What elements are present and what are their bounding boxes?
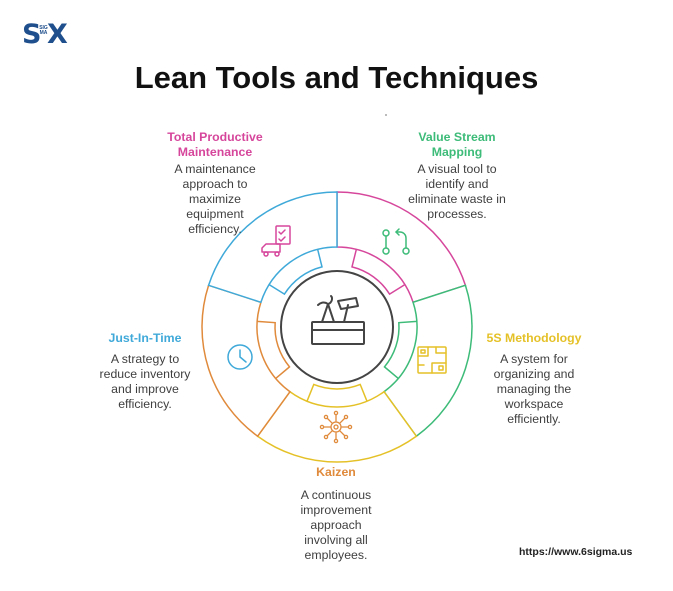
floor-plan-icon [417,346,447,374]
toolbox-icon [311,295,365,345]
5s-description: A system for organizing and managing the… [493,352,575,426]
logo-letter-s: S [22,19,42,50]
gear-network-icon [319,410,353,444]
page-title: Lean Tools and Techniques [134,60,539,95]
ring-notch-vsm [383,320,417,379]
vsm-description: A visual tool to identify and eliminate … [408,162,506,221]
ring-notch-jit [268,249,323,296]
logo-sigma-text: SIGMA [39,25,48,36]
vsm-title: Value Stream Mapping [418,130,496,159]
center-hub [280,270,394,384]
segment-jit: Just-In-Time A strategy to reduce invent… [85,331,205,412]
jit-description: A strategy to reduce inventory and impro… [99,352,191,411]
six-sigma-logo: S SIGMA X [22,20,78,56]
segment-5s: 5S Methodology A system for organizing a… [474,331,594,427]
clock-icon [227,344,253,370]
logo-letter-x: X [47,19,68,50]
website-url: https://www.6sigma.us [519,546,633,558]
tpm-title: Total Productive Maintenance [167,130,263,159]
decorative-dot [385,114,387,116]
flow-path-icon [382,228,410,255]
ring-notch-tpm [351,249,406,296]
5s-title: 5S Methodology [486,331,582,345]
jit-title: Just-In-Time [108,331,182,345]
ring-segment-jit [207,191,338,304]
kaizen-title: Kaizen [316,465,356,479]
kaizen-description: A continuous improvement approach involv… [300,488,372,562]
ring-notch-kaizen [257,320,291,379]
segment-vsm: Value Stream Mapping A visual tool to id… [392,130,522,222]
segment-tpm: Total Productive Maintenance A maintenan… [150,130,280,237]
truck-checklist-icon [261,225,291,257]
segment-kaizen: Kaizen A continuous improvement approach… [281,465,391,563]
ring-notch-fives [306,383,368,402]
tpm-description: A maintenance approach to maximize equip… [174,162,256,236]
segment-rings [201,191,473,463]
